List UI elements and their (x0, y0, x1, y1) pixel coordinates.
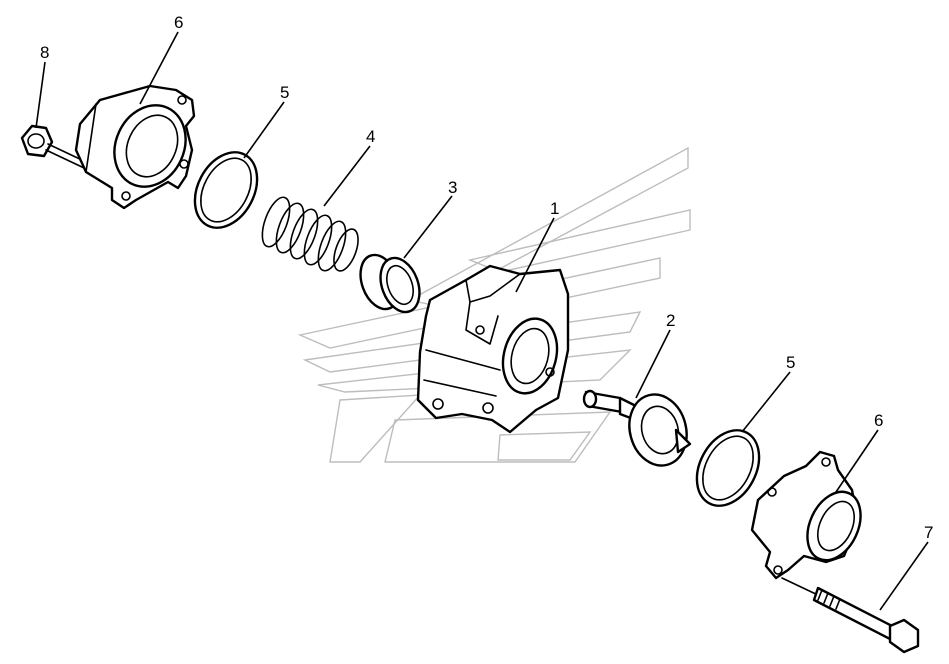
callout-5-upper: 5 (280, 83, 289, 102)
callout-8: 8 (40, 43, 49, 62)
part-3-sleeve (359, 253, 421, 314)
part-6-flange-lower (750, 450, 862, 580)
leader-3 (403, 195, 453, 259)
leader-5b (741, 371, 791, 433)
callout-5-lower: 5 (786, 353, 795, 372)
part-4-spring (261, 196, 359, 272)
part-5-oring-lower (695, 429, 761, 507)
callout-4: 4 (366, 127, 375, 146)
part-5-oring-upper (193, 151, 259, 229)
callout-1: 1 (550, 199, 559, 218)
part-1-valve-body (416, 264, 570, 434)
callout-6-lower: 6 (874, 411, 883, 430)
leader-6b (835, 429, 879, 493)
leader-2 (635, 329, 671, 399)
callout-7: 7 (924, 523, 933, 542)
callout-2: 2 (666, 311, 675, 330)
part-2-valve-piston (582, 389, 692, 467)
leader-7 (879, 541, 929, 611)
leader-8 (35, 61, 46, 129)
part-7-bolt (781, 577, 920, 654)
leader-lines (35, 31, 929, 611)
leader-1 (515, 217, 555, 293)
leader-4 (323, 145, 371, 207)
leader-6a (139, 31, 179, 105)
part-6-flange-upper (74, 84, 196, 210)
leader-5a (243, 101, 285, 159)
callout-6-upper: 6 (174, 13, 183, 32)
callout-3: 3 (448, 178, 457, 197)
